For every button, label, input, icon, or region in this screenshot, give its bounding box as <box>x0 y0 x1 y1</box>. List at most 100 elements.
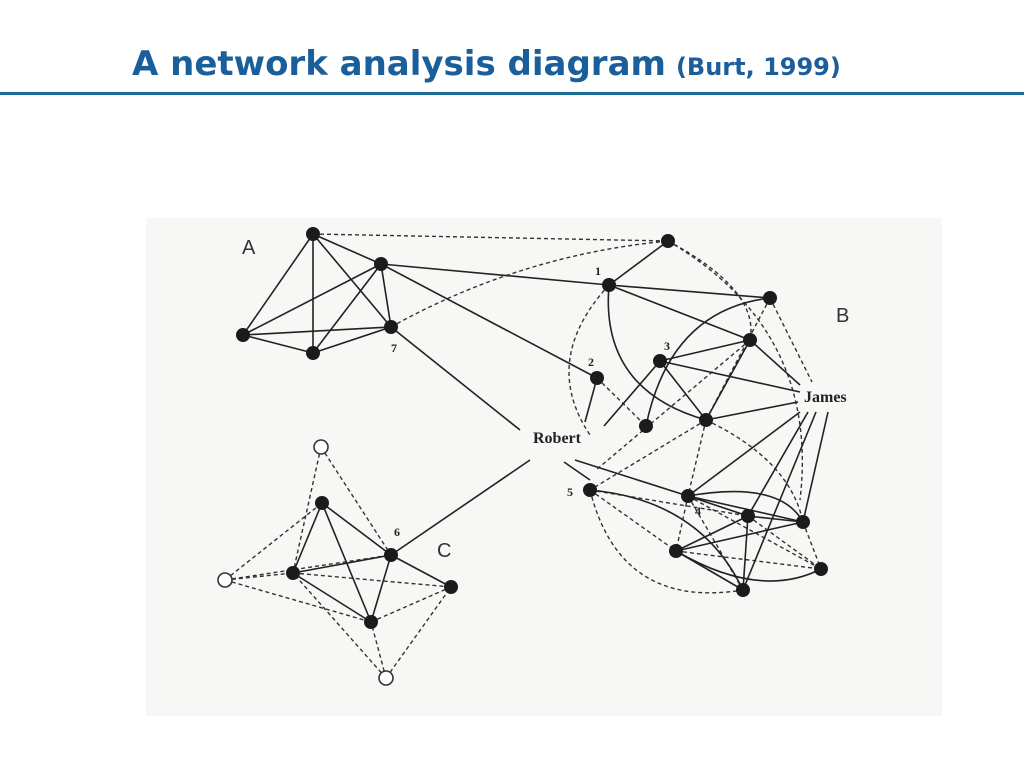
network-node <box>763 291 777 305</box>
edge <box>603 360 661 427</box>
network-node <box>590 371 604 385</box>
edge <box>224 572 294 581</box>
node-number-3: 3 <box>664 339 670 353</box>
edge <box>224 554 392 581</box>
edge <box>596 377 647 427</box>
edge <box>802 521 822 570</box>
edge <box>687 495 749 517</box>
edge <box>380 263 598 379</box>
network-node <box>444 580 458 594</box>
edge <box>224 579 372 623</box>
figure-panel <box>146 218 942 716</box>
edge <box>675 515 749 552</box>
edge <box>769 297 813 383</box>
edge <box>749 339 801 386</box>
diagram-labels: A B C Robert James 1 2 3 4 5 6 7 <box>242 237 849 562</box>
edge <box>242 233 314 336</box>
edge <box>687 490 804 523</box>
edge <box>321 502 392 556</box>
edge <box>584 377 598 423</box>
edge <box>370 554 392 623</box>
network-node <box>374 257 388 271</box>
edge <box>675 550 822 570</box>
edge <box>705 339 751 421</box>
edge <box>568 284 610 436</box>
node-number-1: 1 <box>595 264 601 278</box>
network-node <box>796 515 810 529</box>
edge <box>312 233 669 242</box>
network-node <box>315 496 329 510</box>
network-node <box>736 583 750 597</box>
person-label-robert: Robert <box>533 430 582 447</box>
node-number-7: 7 <box>391 341 397 355</box>
group-label-a: A <box>242 237 256 259</box>
network-node <box>669 544 683 558</box>
edge <box>312 263 382 354</box>
edge <box>292 502 323 574</box>
network-node <box>236 328 250 342</box>
network-node <box>602 278 616 292</box>
edge <box>589 489 749 517</box>
edge <box>292 554 392 574</box>
network-node <box>384 320 398 334</box>
dashed-edges <box>224 233 822 679</box>
edge <box>589 419 707 491</box>
edge <box>675 495 689 552</box>
edge <box>242 263 382 336</box>
node-number-5: 5 <box>567 485 573 499</box>
edge <box>312 326 392 354</box>
edge <box>595 339 751 471</box>
network-node <box>384 548 398 562</box>
nodes <box>217 227 828 686</box>
node-number-6: 6 <box>394 525 400 539</box>
network-node <box>661 234 675 248</box>
network-node <box>583 483 597 497</box>
title-citation: (Burt, 1999) <box>675 53 841 81</box>
edge <box>659 339 751 362</box>
network-node <box>639 419 653 433</box>
network-node <box>364 615 378 629</box>
title-rule <box>0 92 1024 95</box>
edge <box>705 401 799 421</box>
edge <box>608 284 751 341</box>
edge <box>667 240 804 501</box>
edge <box>370 621 387 679</box>
network-node <box>699 413 713 427</box>
network-node-hollow <box>378 670 394 686</box>
edge <box>589 489 744 594</box>
edge <box>747 411 809 517</box>
edge <box>390 554 452 588</box>
edge <box>370 586 452 623</box>
edge <box>390 240 669 328</box>
edge <box>380 263 610 286</box>
edge <box>242 326 392 336</box>
edge <box>292 572 452 588</box>
title-main: A network analysis diagram <box>132 44 666 84</box>
edge <box>390 326 521 431</box>
solid-edges <box>242 233 829 623</box>
edge <box>390 459 531 556</box>
edge <box>312 233 382 265</box>
edge <box>292 572 372 623</box>
edge <box>687 419 707 497</box>
edge <box>292 446 322 574</box>
node-number-4: 4 <box>695 504 701 518</box>
group-label-b: B <box>836 305 849 327</box>
edge <box>320 446 392 556</box>
edge <box>687 411 801 497</box>
edge <box>292 572 387 679</box>
edge <box>645 297 771 427</box>
network-node <box>741 509 755 523</box>
edge <box>687 495 822 570</box>
node-number-2: 2 <box>588 355 594 369</box>
network-node-hollow <box>313 439 329 455</box>
edge <box>224 502 323 581</box>
edge <box>667 240 752 341</box>
edge <box>589 489 677 552</box>
network-node <box>286 566 300 580</box>
slide-title: A network analysis diagram (Burt, 1999) <box>132 44 841 87</box>
network-node-hollow <box>217 572 233 588</box>
edge <box>242 334 314 354</box>
network-node <box>306 227 320 241</box>
